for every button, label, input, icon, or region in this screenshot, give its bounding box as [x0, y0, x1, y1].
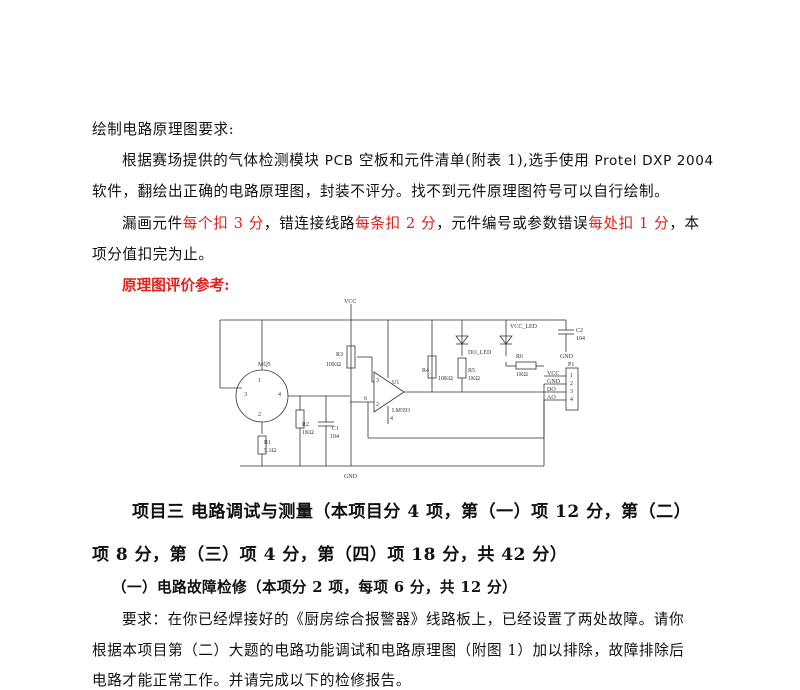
paragraph-1-line-1: 根据赛场提供的气体检测模块 PCB 空板和元件清单(附表 1),选手使用 Pro…	[122, 152, 714, 169]
penalty-wrong-label: 每处扣 1 分	[588, 215, 670, 232]
label-p1-gnd: GND	[547, 379, 561, 385]
label-r1: R1	[264, 440, 271, 446]
label-r6: R6	[516, 354, 523, 360]
label-p1: P1	[568, 362, 574, 368]
label-mq5-pin2: 2	[258, 412, 261, 418]
penalty-missing-component: 每个扣 3 分	[182, 215, 264, 232]
label-gnd-c2: GND	[560, 354, 574, 360]
label-r6-value: 1KΩ	[516, 372, 528, 378]
label-r4: R4	[422, 368, 429, 374]
label-c2: C2	[576, 328, 583, 334]
label-r2: R2	[302, 422, 309, 428]
label-r4-value: 10KΩ	[438, 376, 453, 382]
label-u1-pin2: 2	[376, 402, 379, 408]
label-gnd-bottom: GND	[344, 474, 358, 480]
label-p1-vcc: VCC	[547, 371, 559, 377]
paragraph-1-line-2: 软件，翻绘出正确的电路原理图，封装不评分。找不到元件原理图符号可以自行绘制。	[92, 183, 670, 200]
label-c2-value: 104	[576, 336, 585, 342]
label-r5: R5	[468, 368, 475, 374]
penalty-wrong-wire: 每条扣 2 分	[355, 215, 437, 232]
label-c1: C1	[332, 426, 339, 432]
label-p1-ao: AO	[547, 395, 556, 401]
label-p1-pin4: 4	[570, 397, 573, 403]
label-r2-value: 1KΩ	[302, 430, 314, 436]
label-u1: U1	[392, 380, 399, 386]
label-r3-value: 10KΩ	[326, 362, 341, 368]
requirements-title: 绘制电路原理图要求:	[92, 121, 235, 138]
label-p1-pin2: 2	[570, 381, 573, 387]
paragraph-2-line-2: 项分值扣完为止。	[92, 246, 214, 263]
label-u1-pin4: 4	[390, 416, 393, 422]
label-c1-value: 104	[330, 434, 339, 440]
label-mq5-pin4: 4	[278, 392, 281, 398]
label-mq5-pin1: 1	[258, 378, 261, 384]
label-u1-type: LM393	[392, 408, 410, 414]
label-mq5-pin3: 3	[244, 392, 247, 398]
label-p1-pin3: 3	[570, 389, 573, 395]
label-r1-value: 5.1Ω	[264, 448, 277, 454]
label-vcc-top: VCC	[344, 299, 356, 305]
schematic-reference-heading: 原理图评价参考:	[122, 277, 230, 294]
section-3-title-line-2: 项 8 分，第（三）项 4 分，第（四）项 18 分，共 42 分）	[92, 545, 568, 565]
label-u1-pin3: 3	[376, 378, 379, 384]
paragraph-2-line-1: 漏画元件每个扣 3 分，错连接线路每条扣 2 分，元件编号或参数错误每处扣 1 …	[122, 215, 700, 232]
subsection-1-title: （一）电路故障检修（本项分 2 项，每项 6 分，共 12 分）	[112, 579, 517, 596]
label-r5-value: 1KΩ	[468, 376, 480, 382]
requirement-line-1: 要求：在你已经焊接好的《厨房综合报警器》线路板上，已经设置了两处故障。请你	[122, 611, 685, 628]
label-vcc-led: VCC_LED	[510, 324, 538, 330]
label-u1-pin6: 6	[364, 396, 367, 402]
requirement-line-2: 根据本项目第（二）大题的电路功能调试和电路原理图（附图 1）加以排除，故障排除后	[92, 642, 685, 659]
label-mq5: MQ5	[258, 362, 271, 368]
circuit-schematic: VCC GND MQ5 3 4 1 2 R1 5.1Ω R2 1KΩ C1 10…	[219, 299, 585, 480]
label-p1-do: DO	[547, 387, 556, 393]
section-3-title-line-1: 项目三 电路调试与测量（本项目分 4 项，第（一）项 12 分，第（二）	[132, 502, 692, 522]
label-p1-pin1: 1	[570, 373, 573, 379]
label-do-led: DO_LED	[468, 350, 492, 356]
label-r3: R3	[336, 352, 343, 358]
requirement-line-3: 电路才能正常工作。并请完成以下的检修报告。	[92, 672, 412, 689]
